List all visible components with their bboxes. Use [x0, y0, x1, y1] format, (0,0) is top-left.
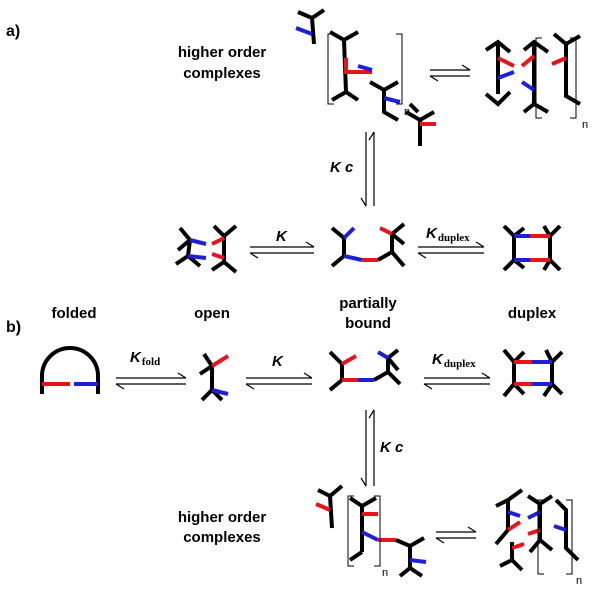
b-k-equilibrium-arrow — [245, 372, 313, 390]
panel-label-a: a) — [6, 23, 20, 40]
b-kduplex-equilibrium-arrow — [423, 372, 491, 390]
a-n-cyclic: n — [582, 119, 588, 131]
b-kfold-equilibrium-arrow — [115, 372, 187, 390]
a-kduplex-sub: duplex — [438, 232, 470, 244]
b-linear-oligomer — [315, 484, 427, 578]
b-folded-molecule — [40, 346, 100, 394]
a-open-molecules — [174, 224, 238, 274]
b-state-folded: folded — [52, 305, 97, 322]
b-k-label: K — [272, 353, 284, 370]
a-kc-label: K c — [330, 159, 354, 176]
a-k-label: K — [276, 228, 288, 245]
b-higher-order-label-2: complexes — [183, 529, 261, 546]
a-top-equilibrium-arrow — [429, 64, 471, 82]
b-kduplex-sub: duplex — [444, 358, 476, 370]
b-state-duplex: duplex — [508, 305, 557, 322]
a-duplex — [502, 224, 562, 272]
b-open-molecule — [198, 352, 230, 402]
a-linear-oligomer — [295, 8, 436, 146]
b-kfold-sub: fold — [142, 356, 160, 368]
b-n-cyclic: n — [576, 575, 582, 587]
b-vertical-equilibrium-arrow — [360, 409, 375, 487]
a-kduplex-main: K — [426, 225, 438, 242]
b-partially-bound — [328, 348, 402, 392]
a-n-linear: n — [404, 106, 410, 118]
b-duplex — [502, 348, 564, 398]
b-n-linear: n — [382, 567, 388, 579]
b-bottom-equilibrium-arrow — [435, 526, 477, 544]
b-kfold-main: K — [130, 349, 142, 366]
b-kfold-label: Kfold — [130, 349, 160, 368]
a-k-equilibrium-arrow — [249, 241, 315, 259]
b-state-partial-2: bound — [345, 315, 391, 332]
a-partially-bound — [330, 222, 406, 268]
a-vertical-equilibrium-arrow — [360, 131, 375, 207]
b-higher-order-label-1: higher order — [178, 509, 267, 526]
b-kduplex-main: K — [432, 351, 444, 368]
panel-label-b: b) — [6, 319, 21, 336]
a-higher-order-label-1: higher order — [178, 44, 267, 61]
a-cyclic-oligomer — [484, 32, 581, 119]
b-cyclic-oligomer — [494, 488, 580, 575]
b-state-partial-1: partially — [339, 295, 397, 312]
a-higher-order-label-2: complexes — [183, 65, 261, 82]
a-kduplex-label: Kduplex — [426, 225, 470, 244]
b-kc-label: K c — [380, 439, 404, 456]
a-kduplex-equilibrium-arrow — [417, 241, 485, 259]
b-state-open: open — [194, 305, 230, 322]
b-kduplex-label: Kduplex — [432, 351, 476, 370]
